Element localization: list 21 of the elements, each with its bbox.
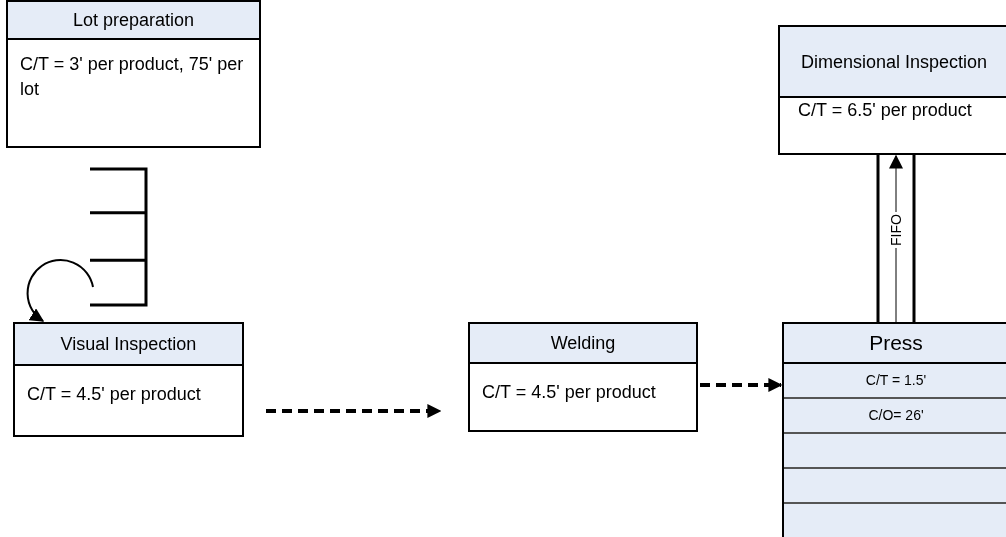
process-title: Welding <box>470 324 696 364</box>
process-title: Visual Inspection <box>15 324 242 366</box>
process-title: Lot preparation <box>8 2 259 40</box>
process-box <box>13 322 244 437</box>
arrow <box>700 378 783 392</box>
process-data: C/T = 1.5' <box>865 371 927 390</box>
process-box <box>6 0 261 148</box>
arrow <box>266 404 442 418</box>
process-data: C/O= 26' <box>868 406 924 425</box>
process-box <box>782 322 1006 537</box>
process-data: C/T = 3' per product, 75' per lot <box>19 53 245 101</box>
supermarket-symbol <box>90 167 148 307</box>
process-data: C/T = 6.5' per product <box>797 99 973 122</box>
process-title: Dimensional Inspection <box>780 27 1006 98</box>
edge-label: FIFO <box>888 212 904 248</box>
process-title: Press <box>784 324 1006 364</box>
arrow <box>26 259 94 322</box>
process-data: C/T = 4.5' per product <box>26 383 202 406</box>
process-data: C/T = 4.5' per product <box>481 381 657 404</box>
process-box <box>468 322 698 432</box>
process-box <box>778 25 1006 155</box>
